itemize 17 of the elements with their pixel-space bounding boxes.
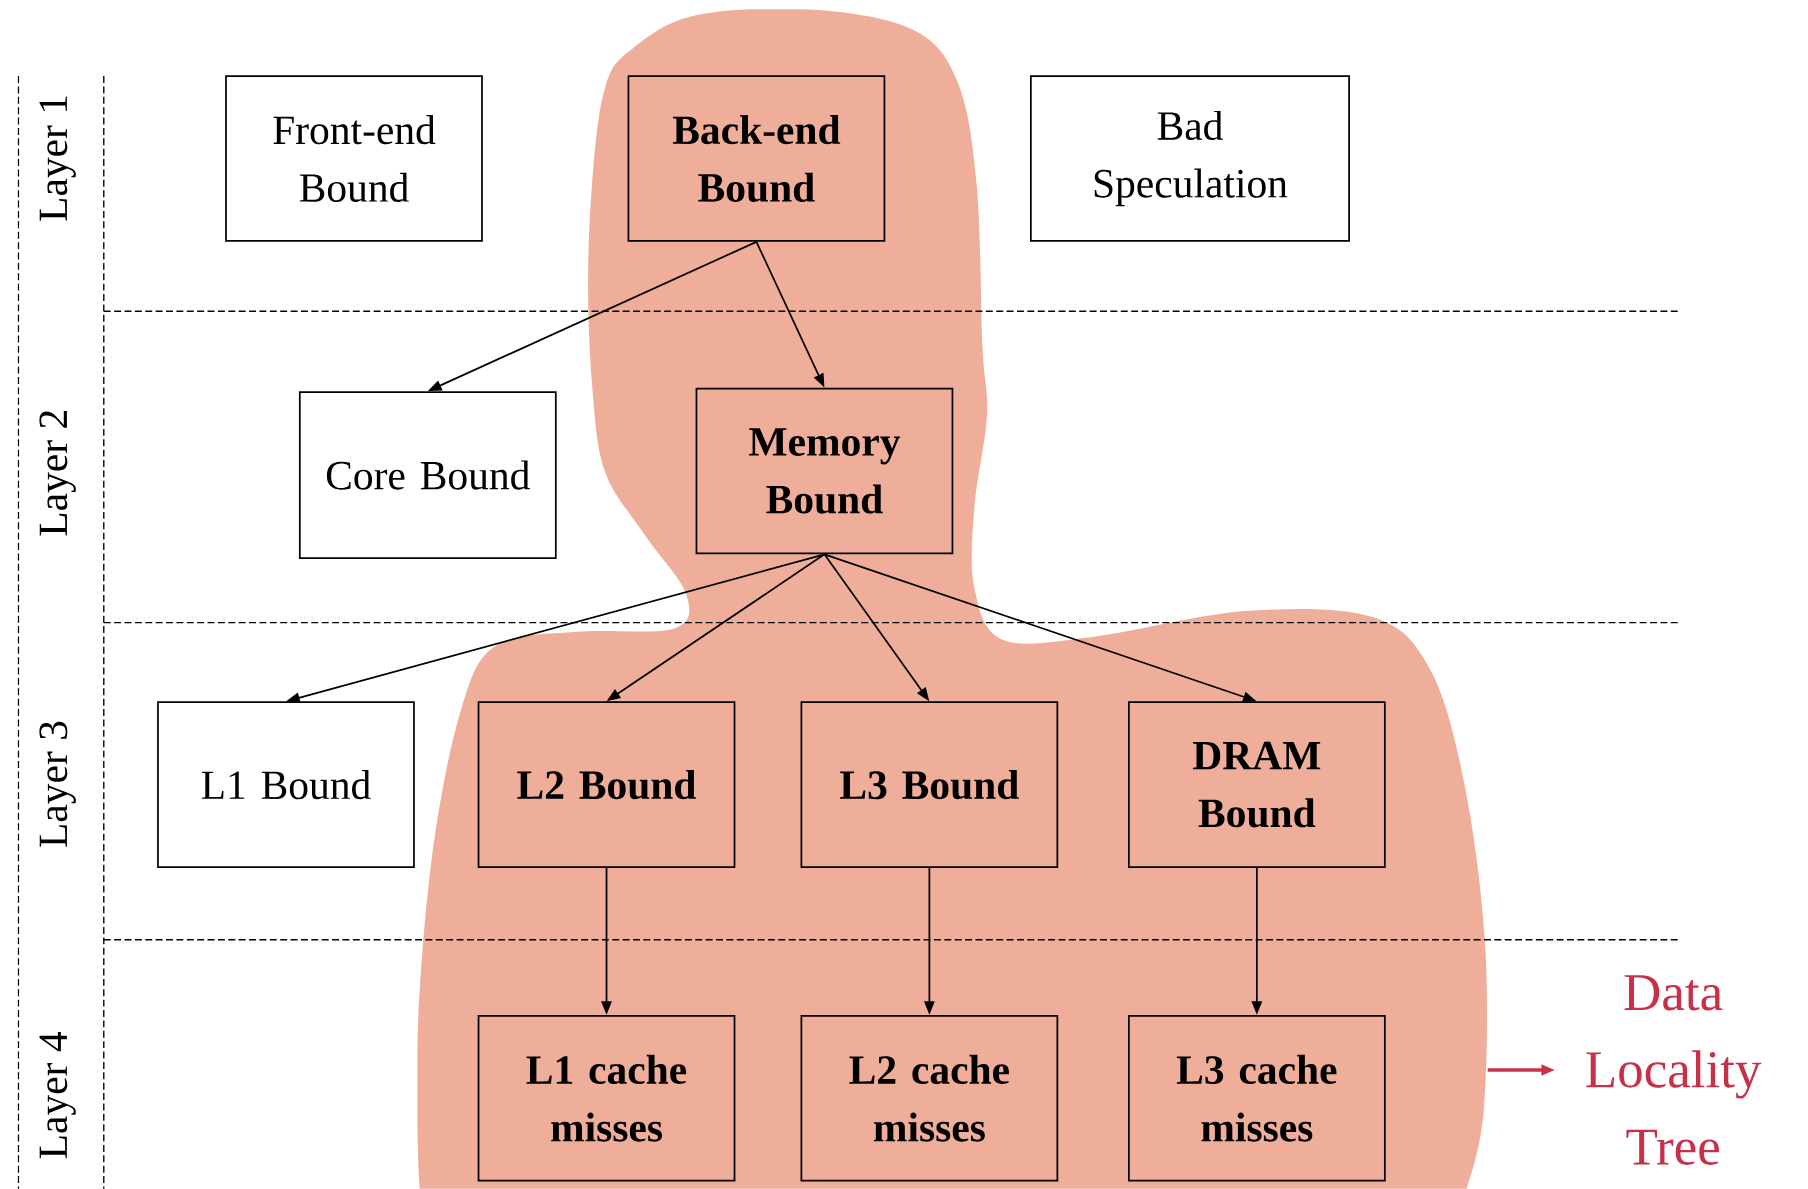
box: Core Bound [298, 391, 557, 560]
box: Back-end Bound [627, 75, 886, 242]
box: L3 Bound [800, 701, 1059, 869]
box: Bad Speculation [1030, 75, 1350, 242]
box: Front-end Bound [225, 75, 483, 242]
layer-label: Layer 1 [39, 96, 76, 221]
box: DRAM Bound [1128, 701, 1386, 869]
box: Memory Bound [695, 387, 954, 555]
box: L1 cache misses [477, 1015, 736, 1182]
layer-label: Layer 3 [39, 721, 76, 847]
layer-label: Layer 4 [39, 1032, 76, 1159]
box: L2 Bound [477, 701, 736, 869]
title-text: Data Locality Tree [1586, 975, 1762, 1165]
layer-label: Layer 2 [39, 411, 76, 536]
box: L1 Bound [157, 701, 415, 869]
box: L2 cache misses [800, 1015, 1059, 1182]
box: L3 cache misses [1128, 1015, 1386, 1182]
